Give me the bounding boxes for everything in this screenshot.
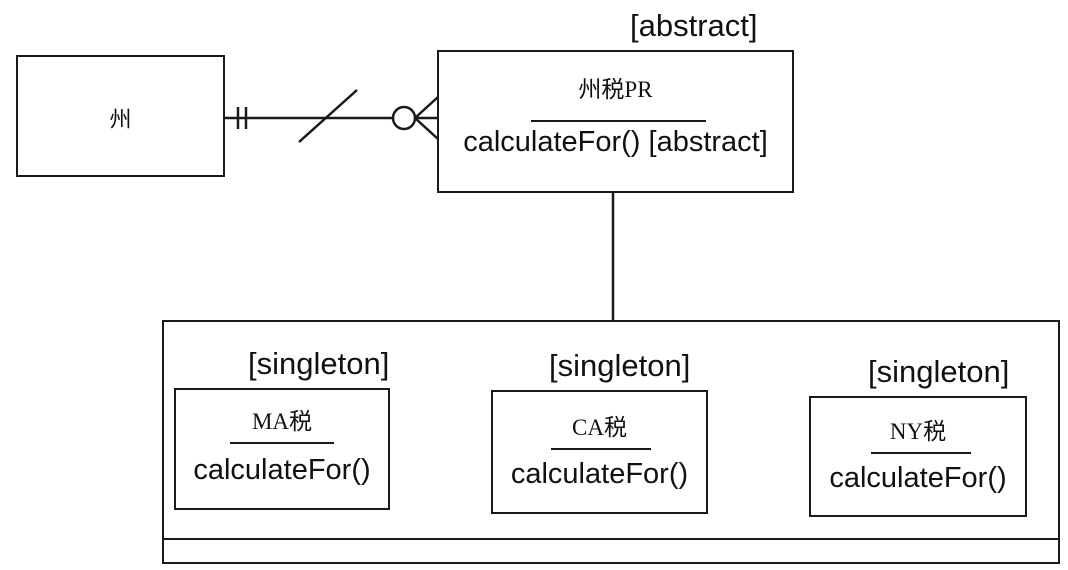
ca-class-name-underline: [551, 448, 651, 450]
optional-circle: [391, 105, 417, 131]
crows-foot-lower: [414, 117, 439, 140]
abstract-class-name: 州税PR: [578, 77, 653, 102]
derived-slash: [298, 89, 358, 143]
ma-tax-class-name: MA税: [251, 409, 313, 434]
ny-class-name-underline: [871, 452, 971, 454]
abstract-stereotype: [abstract]: [630, 8, 758, 43]
ma-tax-class-box: MA税 calculateFor(): [174, 388, 390, 510]
ny-tax-class-box: NY税 calculateFor(): [809, 396, 1027, 517]
ma-class-name-underline: [230, 442, 334, 444]
ca-tax-class-box: CA税 calculateFor(): [491, 390, 708, 514]
state-entity-label: 州: [109, 108, 132, 133]
class-name-underline: [531, 120, 706, 122]
ny-tax-class-name: NY税: [889, 419, 947, 444]
crows-foot-upper: [414, 96, 439, 119]
ca-tax-class-method: calculateFor(): [510, 458, 689, 490]
state-entity-box: 州: [16, 55, 225, 177]
abstract-class-method: calculateFor() [abstract]: [463, 126, 768, 158]
ny-tax-class-method: calculateFor(): [829, 462, 1007, 494]
ma-singleton-stereotype: [singleton]: [248, 346, 390, 381]
ca-singleton-stereotype: [singleton]: [549, 348, 691, 383]
container-divider: [164, 538, 1058, 540]
ma-tax-class-method: calculateFor(): [193, 454, 371, 486]
ca-tax-class-name: CA税: [572, 415, 627, 440]
abstract-class-box: 州税PR calculateFor() [abstract]: [437, 50, 794, 193]
ny-singleton-stereotype: [singleton]: [868, 354, 1010, 389]
